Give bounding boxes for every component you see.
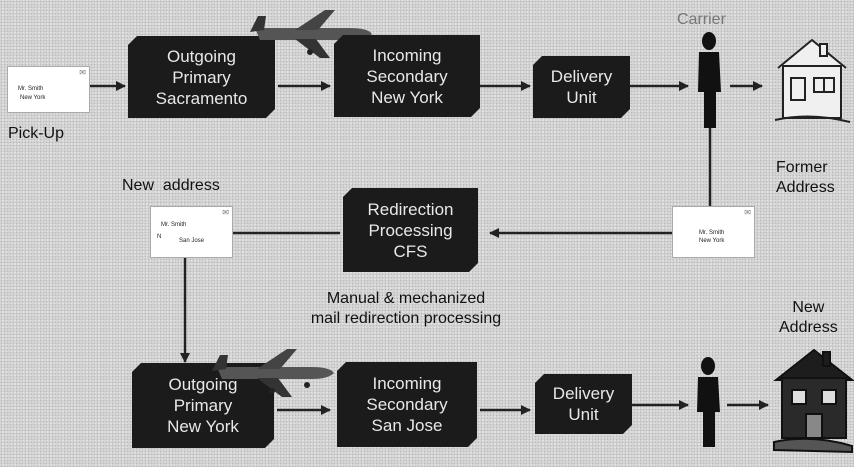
envelope-crossed-mark: N [157,234,162,240]
incoming-secondary-new-york-box: Incoming Secondary New York [334,35,480,117]
former-address-label: Former Address [776,159,835,196]
new-address-label: New address [122,177,220,194]
delivery-unit-box: Delivery Unit [535,374,632,434]
envelope-name: Mr. Smith [161,222,187,228]
envelope-name: Mr. Smith [18,86,44,92]
delivery-unit-box: Delivery Unit [533,56,630,118]
new-address-envelope: ✉ Mr. Smith N San Jose [150,206,233,258]
new-address-destination-label: New Address [779,299,838,336]
envelope-city: New York [699,238,725,244]
envelope-city: San Jose [179,238,205,244]
envelope-city: New York [20,95,46,101]
stamp-icon: ✉ [744,208,751,217]
pickup-label: Pick-Up [8,125,65,142]
carrier-label: Carrier [677,11,726,28]
stamp-icon: ✉ [79,68,86,77]
incoming-secondary-san-jose-box: Incoming Secondary San Jose [337,362,477,447]
processing-note: Manual & mechanized mail redirection pro… [310,290,502,327]
stamp-icon: ✉ [222,208,229,217]
outgoing-primary-sacramento-box: Outgoing Primary Sacramento [128,36,275,118]
redirection-processing-cfs-box: Redirection Processing CFS [343,188,478,272]
envelope-name: Mr. Smith [699,230,725,236]
returned-envelope: ✉ Mr. Smith New York [672,206,755,258]
pickup-envelope: ✉ Mr. Smith New York [7,66,90,113]
